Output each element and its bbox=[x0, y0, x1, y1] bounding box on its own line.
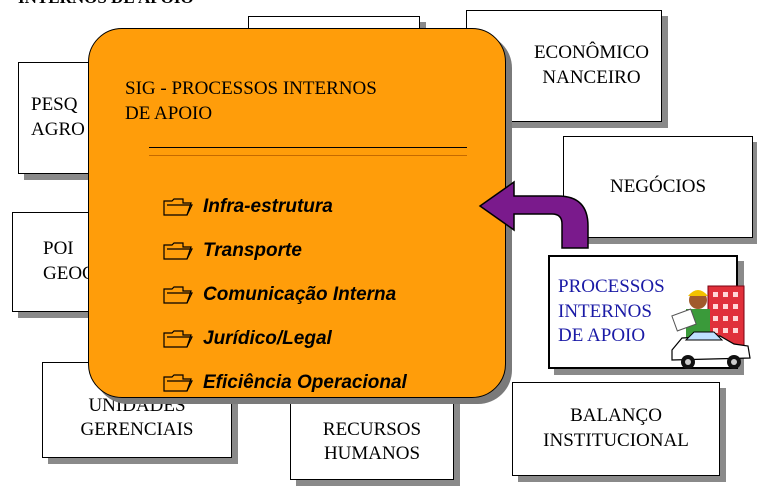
box-negocios: NEGÓCIOS bbox=[563, 136, 753, 238]
folder-icon bbox=[163, 374, 193, 392]
box-balanco-institucional: BALANÇO INSTITUCIONAL bbox=[512, 382, 720, 476]
box-pesquisa-label: PESQ AGRO bbox=[31, 94, 85, 140]
sig-panel-divider bbox=[149, 147, 467, 148]
folder-icon bbox=[163, 330, 193, 348]
box-recursos-humanos-label: RECURSOS HUMANOS bbox=[322, 418, 422, 465]
sig-item-label: Comunicação Interna bbox=[203, 284, 397, 305]
sig-item-eficiencia-operacional: Eficiência Operacional bbox=[163, 361, 407, 405]
box-negocios-label: NEGÓCIOS bbox=[609, 175, 707, 197]
box-processos-label: PROCESSOS INTERNOS DE APOIO bbox=[558, 275, 665, 347]
box-politica-label: POI GEOC bbox=[43, 238, 95, 284]
sig-item-comunicacao-interna: Comunicação Interna bbox=[163, 273, 407, 317]
sig-panel-divider-shadow bbox=[149, 155, 467, 156]
worker-with-building-and-car-icon bbox=[671, 285, 751, 369]
curved-arrow-icon bbox=[478, 180, 589, 249]
box-unidades-label: UNIDADES GERENCIAIS bbox=[80, 394, 194, 441]
folder-icon bbox=[163, 286, 193, 304]
sig-item-list: Infra-estrutura Transporte Comunicação I… bbox=[163, 185, 407, 405]
folder-icon bbox=[163, 242, 193, 260]
sig-item-label: Eficiência Operacional bbox=[203, 372, 407, 393]
sig-item-label: Jurídico/Legal bbox=[203, 328, 332, 349]
sig-item-label: Infra-estrutura bbox=[203, 196, 333, 217]
sig-panel-title: SIG - PROCESSOS INTERNOS DE APOIO bbox=[125, 78, 377, 124]
box-recursos-humanos: RECURSOS HUMANOS bbox=[290, 392, 454, 480]
sig-item-juridico-legal: Jurídico/Legal bbox=[163, 317, 407, 361]
top-title: INTERNOS DE APOIO bbox=[18, 0, 194, 8]
sig-item-infra-estrutura: Infra-estrutura bbox=[163, 185, 407, 229]
sig-item-label: Transporte bbox=[203, 240, 302, 261]
sig-item-transporte: Transporte bbox=[163, 229, 407, 273]
folder-icon bbox=[163, 198, 193, 216]
box-balanco-label: BALANÇO INSTITUCIONAL bbox=[543, 405, 689, 451]
box-economico-label: ECONÔMICO NANCEIRO bbox=[533, 42, 649, 88]
sig-panel: SIG - PROCESSOS INTERNOS DE APOIO Infra-… bbox=[88, 28, 506, 398]
